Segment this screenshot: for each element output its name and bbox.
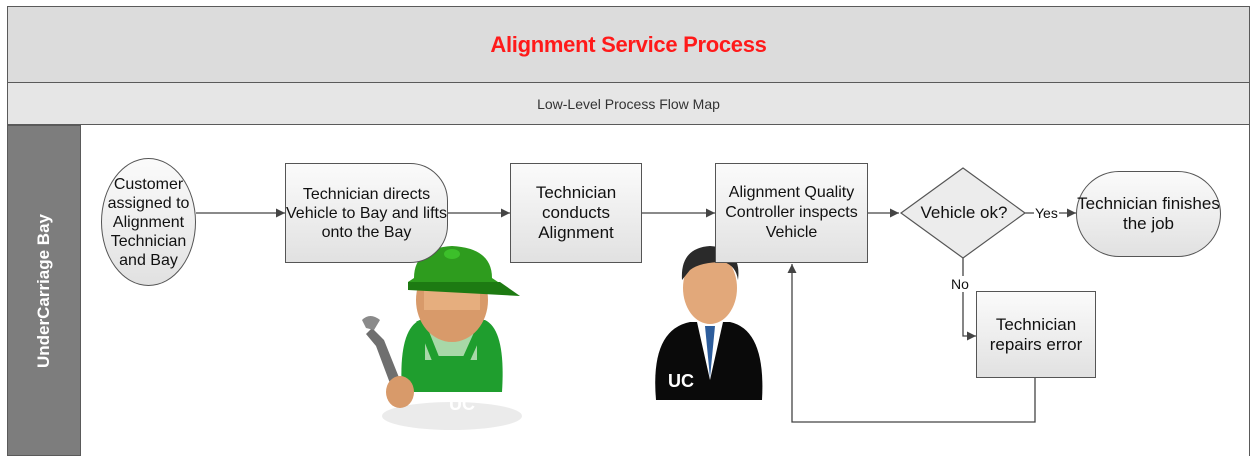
- node-finishes: Technician finishes the job: [1076, 171, 1221, 257]
- controller-icon: [655, 246, 763, 400]
- technician-icon: [362, 246, 522, 430]
- subtitle-bar: Low-Level Process Flow Map: [7, 83, 1250, 125]
- connector-decision-repairs: [962, 258, 976, 341]
- node-conducts-text: Technician conducts Alignment: [535, 183, 617, 242]
- connector-repairs-inspects: [787, 264, 1036, 423]
- node-inspects-text: Alignment Quality Controller inspects Ve…: [725, 184, 858, 241]
- node-directs: Technician directs Vehicle to Bay and li…: [285, 163, 448, 263]
- node-conducts: Technician conducts Alignment: [510, 163, 642, 263]
- decision-diamond: [899, 167, 1027, 259]
- diagram-title: Alignment Service Process: [490, 31, 767, 57]
- node-inspects: Alignment Quality Controller inspects Ve…: [715, 163, 868, 263]
- node-customer-text: Customer assigned to Alignment Technicia…: [107, 175, 190, 269]
- node-customer: Customer assigned to Alignment Technicia…: [101, 158, 196, 286]
- edge-label-no: No: [950, 276, 970, 292]
- title-bar: Alignment Service Process: [7, 6, 1250, 83]
- diagram-subtitle: Low-Level Process Flow Map: [537, 95, 720, 112]
- edge-label-yes: Yes: [1034, 205, 1059, 221]
- node-finishes-text: Technician finishes the job: [1077, 194, 1220, 233]
- decision-label: Vehicle ok?: [920, 203, 1008, 222]
- node-repairs-text: Technician repairs error: [989, 314, 1083, 354]
- node-directs-text: Technician directs Vehicle to Bay and li…: [286, 185, 447, 241]
- technician-badge: UC: [449, 394, 475, 414]
- node-repairs: Technician repairs error: [976, 291, 1096, 378]
- controller-badge: UC: [668, 371, 694, 391]
